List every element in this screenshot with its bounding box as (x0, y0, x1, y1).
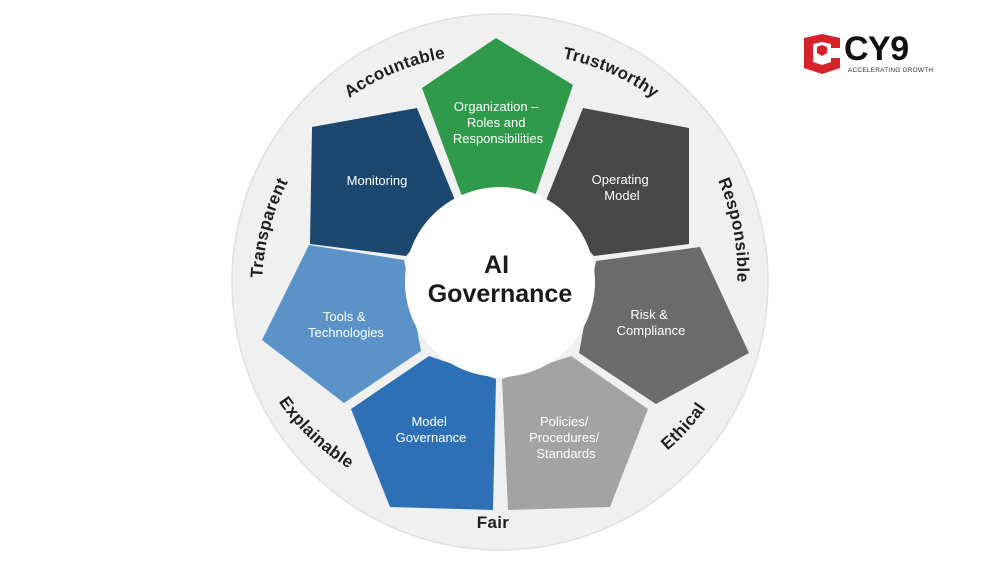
segment-monitoring-shape (310, 108, 455, 256)
segment-tools: Tools & Technologies (262, 245, 421, 403)
center-title: AI Governance (428, 251, 573, 308)
segment-risk-compliance: Risk & Compliance (579, 247, 749, 404)
segment-organization-shape (422, 38, 573, 199)
center-circle (405, 187, 595, 377)
segment-operating-model-shape (545, 108, 689, 256)
segment-tools-label: Tools & Technologies (308, 309, 384, 340)
segment-model-governance-label: Model Governance (396, 414, 467, 445)
segment-policies-label: Policies/ Procedures/ Standards (529, 414, 603, 461)
logo-tagline: ACCELERATING GROWTH (848, 67, 934, 74)
segment-policies-shape (502, 356, 648, 510)
segment-operating-model: Operating Model (545, 108, 689, 256)
segment-risk-compliance-shape (579, 247, 749, 404)
segment-organization: Organization – Roles and Responsibilitie… (422, 38, 573, 199)
ring-label-fair: Fair (477, 513, 509, 532)
segment-tools-shape (262, 245, 421, 403)
segment-risk-compliance-label: Risk & Compliance (617, 307, 686, 338)
segment-monitoring-label: Monitoring (347, 173, 408, 188)
cy9-logo: CY9 ACCELERATING GROWTH (800, 30, 934, 80)
segment-model-governance-shape (351, 356, 496, 510)
logo-text: CY9 (844, 30, 909, 68)
segment-model-governance: Model Governance (351, 356, 496, 510)
segment-operating-model-label: Operating Model (592, 172, 653, 203)
segment-policies: Policies/ Procedures/ Standards (502, 356, 648, 510)
cy9-logo-mark-icon (804, 34, 840, 74)
segment-organization-label: Organization – Roles and Responsibilitie… (453, 99, 544, 146)
segment-monitoring: Monitoring (310, 108, 455, 256)
